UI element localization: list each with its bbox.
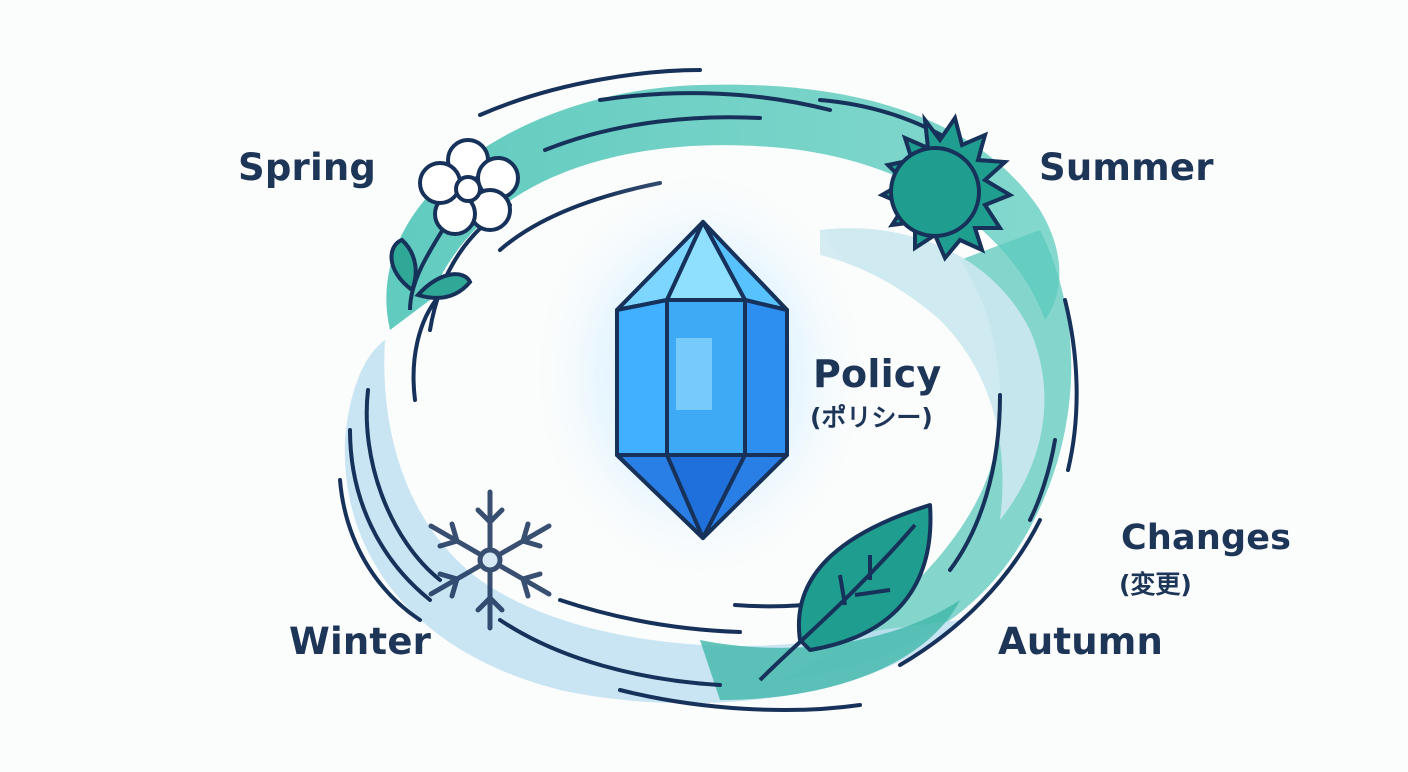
- season-label-winter: Winter: [289, 620, 432, 663]
- leaf-icon: [758, 503, 933, 682]
- changes-label: Changes: [1121, 518, 1292, 558]
- cycle-swirl: [338, 68, 1079, 712]
- season-label-summer: Summer: [1039, 146, 1214, 189]
- policy-sublabel: (ポリシー): [810, 403, 933, 432]
- season-label-autumn: Autumn: [998, 620, 1164, 663]
- changes-sublabel: (変更): [1119, 570, 1192, 599]
- flower-icon: [389, 138, 520, 311]
- policy-label: Policy: [813, 352, 942, 396]
- crystal-icon: [615, 220, 789, 540]
- snowflake-icon: [428, 489, 552, 631]
- season-label-spring: Spring: [238, 146, 377, 189]
- sun-icon: [877, 112, 1015, 262]
